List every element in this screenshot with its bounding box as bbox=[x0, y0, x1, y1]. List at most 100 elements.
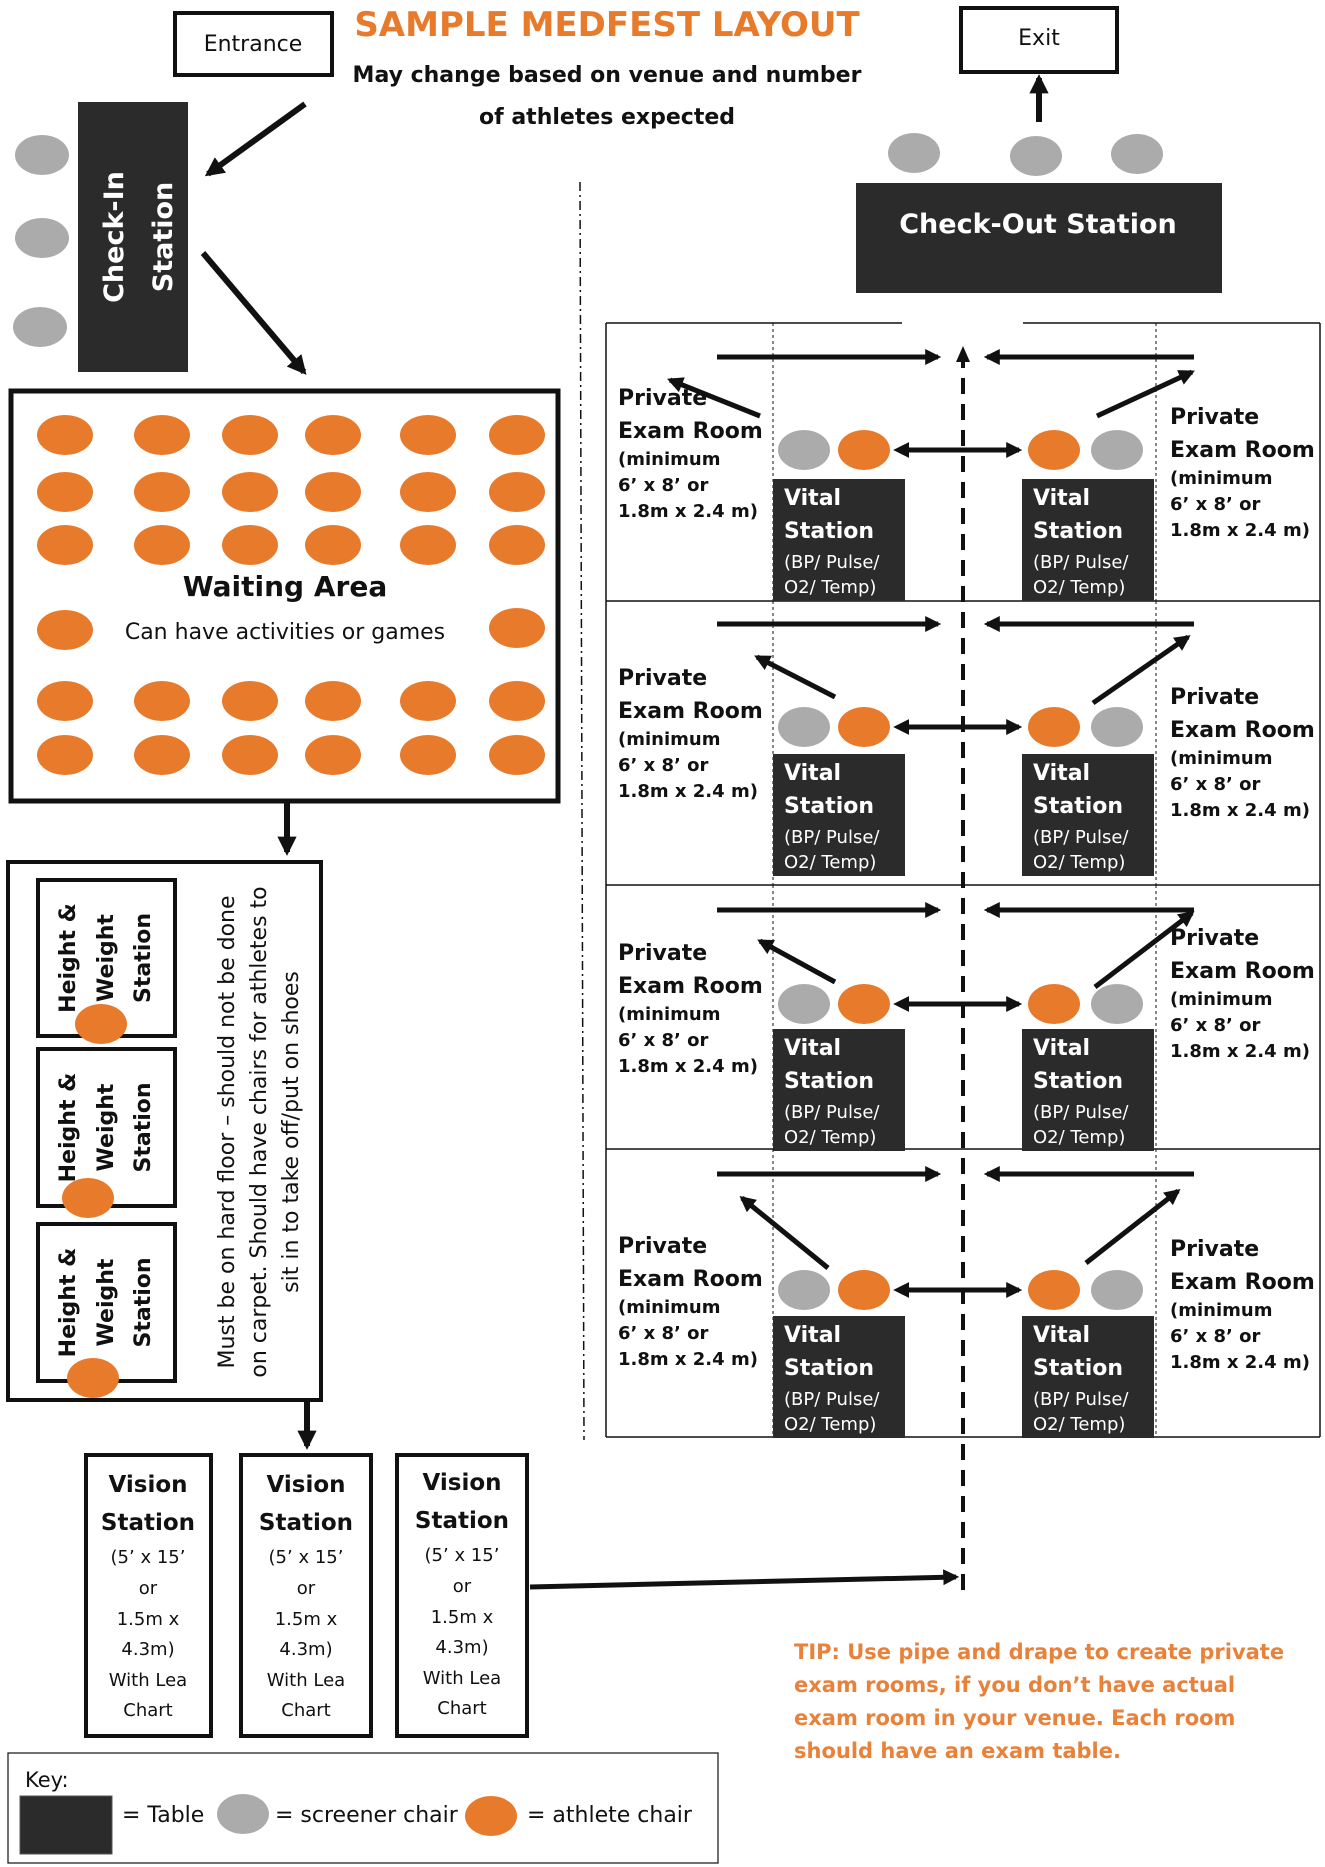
vital-station-label-line-3: (BP/ Pulse/ bbox=[784, 827, 880, 848]
key-label: Key: bbox=[25, 1768, 69, 1792]
hw-note-line-1: Must be on hard floor – should not be do… bbox=[215, 895, 240, 1368]
exam-room-label-line-5: 1.8m x 2.4 m) bbox=[618, 781, 758, 802]
screener-chair bbox=[1091, 707, 1143, 747]
check-in-label-line-1: Check-In bbox=[99, 171, 130, 303]
exam-room-label-line-4: 6’ x 8’ or bbox=[618, 475, 709, 496]
tip-line-4: should have an exam table. bbox=[794, 1739, 1121, 1763]
vital-station-label-line-4: O2/ Temp) bbox=[1033, 577, 1125, 598]
exam-room-label-line-3: (minimum bbox=[618, 449, 720, 470]
athlete-chair bbox=[134, 525, 190, 565]
key-athlete-chair-swatch bbox=[465, 1796, 517, 1836]
athlete-chair bbox=[400, 472, 456, 512]
exam-room-label-line-2: Exam Room bbox=[1170, 959, 1315, 984]
athlete-chair bbox=[134, 415, 190, 455]
screener-chair bbox=[778, 707, 830, 747]
exam-room-label-line-3: (minimum bbox=[1170, 468, 1272, 489]
athlete-chair bbox=[222, 415, 278, 455]
exam-room-label-line-4: 6’ x 8’ or bbox=[1170, 1326, 1261, 1347]
vision-station-text-line-8: Chart bbox=[123, 1700, 172, 1721]
exam-room-label-line-1: Private bbox=[618, 666, 707, 691]
flow-arrow bbox=[757, 938, 837, 985]
screener-chair bbox=[1010, 136, 1062, 176]
vital-station-label-line-4: O2/ Temp) bbox=[1033, 852, 1125, 873]
corridor-arrowhead bbox=[956, 346, 970, 362]
waiting-area bbox=[8, 388, 561, 804]
exam-room-label-line-4: 6’ x 8’ or bbox=[618, 1030, 709, 1051]
athlete-chair bbox=[305, 681, 361, 721]
exam-room-label-line-5: 1.8m x 2.4 m) bbox=[1170, 1041, 1310, 1062]
vital-station-label-line-3: (BP/ Pulse/ bbox=[1033, 552, 1129, 573]
exam-room-label-line-3: (minimum bbox=[618, 1004, 720, 1025]
screener-chair bbox=[888, 133, 940, 173]
athlete-chair bbox=[489, 415, 545, 455]
hw-note-line-3: sit in to take off/put on shoes bbox=[279, 971, 304, 1293]
athlete-chair bbox=[838, 707, 890, 747]
athlete-chair bbox=[134, 681, 190, 721]
vital-station-label-line-1: Vital bbox=[784, 1036, 841, 1061]
athlete-chair bbox=[489, 681, 545, 721]
athlete-chair bbox=[134, 472, 190, 512]
vital-station-label-line-1: Vital bbox=[784, 486, 841, 511]
check-out-station: Check-Out Station bbox=[856, 183, 1222, 293]
athlete-chair bbox=[1028, 1270, 1080, 1310]
vital-station-label-line-2: Station bbox=[1033, 519, 1123, 544]
hw-station-label-line-1: Height & bbox=[56, 1248, 81, 1358]
athlete-chair bbox=[305, 735, 361, 775]
exam-room-label-line-4: 6’ x 8’ or bbox=[1170, 1015, 1261, 1036]
check-out-label: Check-Out Station bbox=[899, 209, 1177, 240]
entrance-box: Entrance bbox=[173, 11, 334, 77]
exam-room-label-line-3: (minimum bbox=[618, 729, 720, 750]
tip-line-2: exam rooms, if you don’t have actual bbox=[794, 1673, 1235, 1697]
entrance-arrow bbox=[204, 101, 307, 177]
check-out-screener-chairs bbox=[888, 133, 1163, 176]
exam-room-label-line-2: Exam Room bbox=[1170, 438, 1315, 463]
vital-station-label-line-2: Station bbox=[1033, 1069, 1123, 1094]
vital-station-label-line-3: (BP/ Pulse/ bbox=[1033, 1102, 1129, 1123]
exam-room-label-line-5: 1.8m x 2.4 m) bbox=[618, 1056, 758, 1077]
tip-line-3: exam room in your venue. Each room bbox=[794, 1706, 1235, 1730]
exam-room-label-line-1: Private bbox=[618, 1234, 707, 1259]
athlete-chair bbox=[37, 681, 93, 721]
exam-room-label-line-1: Private bbox=[1170, 926, 1259, 951]
vision-station-text-line-2: Station bbox=[101, 1510, 195, 1536]
screener-chair bbox=[778, 1270, 830, 1310]
flow-arrow bbox=[1091, 634, 1191, 706]
athlete-chair bbox=[222, 735, 278, 775]
vital-station-label-line-3: (BP/ Pulse/ bbox=[1033, 1389, 1129, 1410]
vision-station-text-line-6: 4.3m) bbox=[279, 1639, 332, 1660]
exam-room-label-line-1: Private bbox=[618, 386, 707, 411]
vital-station-label-line-2: Station bbox=[784, 794, 874, 819]
exam-room-label-line-3: (minimum bbox=[1170, 989, 1272, 1010]
vision-station-text-line-1: Vision bbox=[422, 1470, 501, 1496]
vision-station-text-line-7: With Lea bbox=[109, 1670, 187, 1691]
flow-arrow bbox=[754, 654, 837, 700]
screener-chair bbox=[1091, 1270, 1143, 1310]
flow-arrow bbox=[1093, 911, 1195, 989]
check-in-screener-chairs bbox=[13, 135, 69, 347]
exam-room-label-line-4: 6’ x 8’ or bbox=[618, 1323, 709, 1344]
athlete-chair bbox=[400, 415, 456, 455]
flow-arrow bbox=[1084, 1189, 1181, 1265]
page-title: SAMPLE MEDFEST LAYOUT bbox=[354, 5, 860, 45]
key-table-label: = Table bbox=[122, 1803, 204, 1828]
waiting-area-subtitle: Can have activities or games bbox=[125, 620, 445, 645]
vision-station-text-line-4: or bbox=[297, 1578, 316, 1599]
exam-room-label-line-1: Private bbox=[1170, 685, 1259, 710]
vision-station-text-line-5: 1.5m x bbox=[275, 1609, 338, 1630]
tip-line-1: TIP: Use pipe and drape to create privat… bbox=[794, 1640, 1284, 1664]
vital-station-label-line-1: Vital bbox=[784, 761, 841, 786]
vision-station-text-line-4: or bbox=[453, 1576, 472, 1597]
